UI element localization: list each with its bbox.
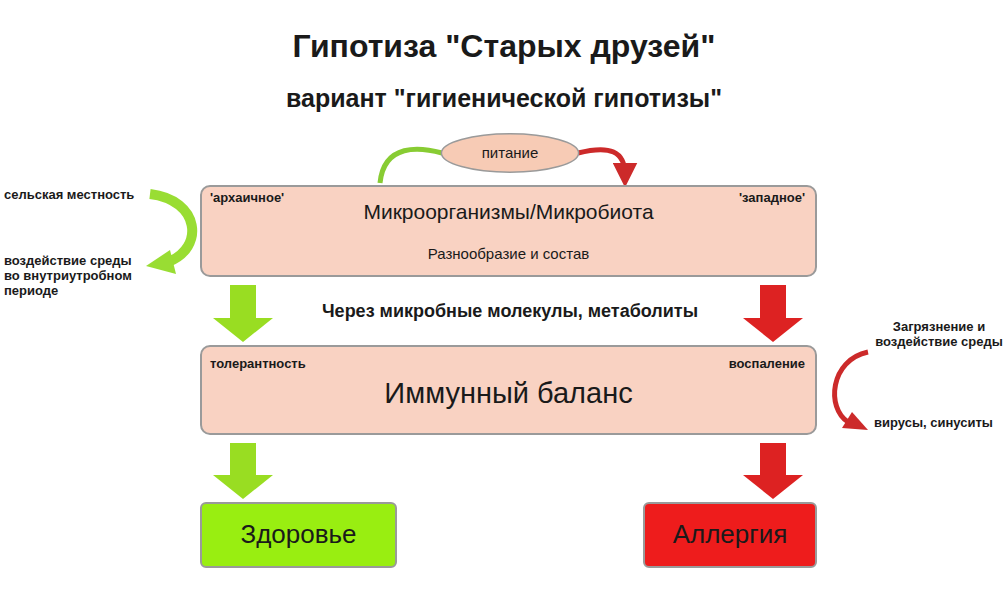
arrow-shaft bbox=[760, 443, 786, 475]
connector bbox=[578, 150, 625, 175]
curved-connector bbox=[578, 150, 625, 175]
side-note: Загрязнение и воздействие среды bbox=[874, 320, 1004, 350]
side-arrow bbox=[835, 352, 868, 422]
arrow-head bbox=[146, 250, 176, 274]
nutrition-ellipse: питание bbox=[440, 133, 580, 173]
ellipse-shape bbox=[441, 134, 578, 172]
arrow-shaft bbox=[230, 443, 256, 475]
connector bbox=[213, 443, 273, 499]
allergy-box: Аллергия bbox=[643, 502, 817, 568]
arrow-head bbox=[213, 318, 273, 342]
microbiota-band: 'архаичное'Микроорганизмы/Микробиота'зап… bbox=[200, 185, 817, 277]
immune-band: толерантностьИммунный баланс воспаление bbox=[200, 345, 817, 435]
node-text: питание bbox=[476, 144, 545, 161]
node-text: Микроорганизмы/Микробиота bbox=[202, 200, 815, 224]
diagram-title: Гипотиза "Старых друзей" bbox=[0, 28, 1008, 65]
side-note: вирусы, синуситы bbox=[874, 416, 1006, 431]
arrow-shaft bbox=[760, 285, 786, 318]
curved-connector bbox=[380, 149, 442, 183]
node-text: Разнообразие и состав bbox=[202, 245, 815, 262]
node-text: воспаление bbox=[729, 357, 805, 372]
arrow-head bbox=[743, 318, 803, 342]
arrow-shaft bbox=[230, 285, 256, 318]
node-text: толерантность bbox=[210, 357, 306, 372]
side-note: воздействие среды во внутриутробном пери… bbox=[4, 254, 144, 299]
node-text: 'западное' bbox=[739, 191, 805, 206]
flow-note: Через микробные молекулы, метаболиты bbox=[260, 301, 760, 322]
side-arrow bbox=[150, 194, 192, 262]
connector bbox=[743, 443, 803, 499]
node-text: Аллергия bbox=[667, 520, 794, 550]
arrow-head bbox=[842, 412, 868, 430]
connector bbox=[743, 285, 803, 342]
connector bbox=[213, 285, 273, 342]
connector bbox=[380, 149, 442, 183]
health-box: Здоровье bbox=[200, 502, 397, 568]
arrow-head bbox=[743, 475, 803, 499]
node-text: Иммунный баланс bbox=[202, 377, 815, 410]
node-text: Здоровье bbox=[234, 520, 362, 550]
side-note: сельская местность bbox=[4, 188, 146, 203]
node-text: 'архаичное' bbox=[210, 191, 284, 206]
arrow-head bbox=[213, 475, 273, 499]
subtitle: вариант "гигиенической гипотизы" bbox=[0, 84, 1008, 113]
